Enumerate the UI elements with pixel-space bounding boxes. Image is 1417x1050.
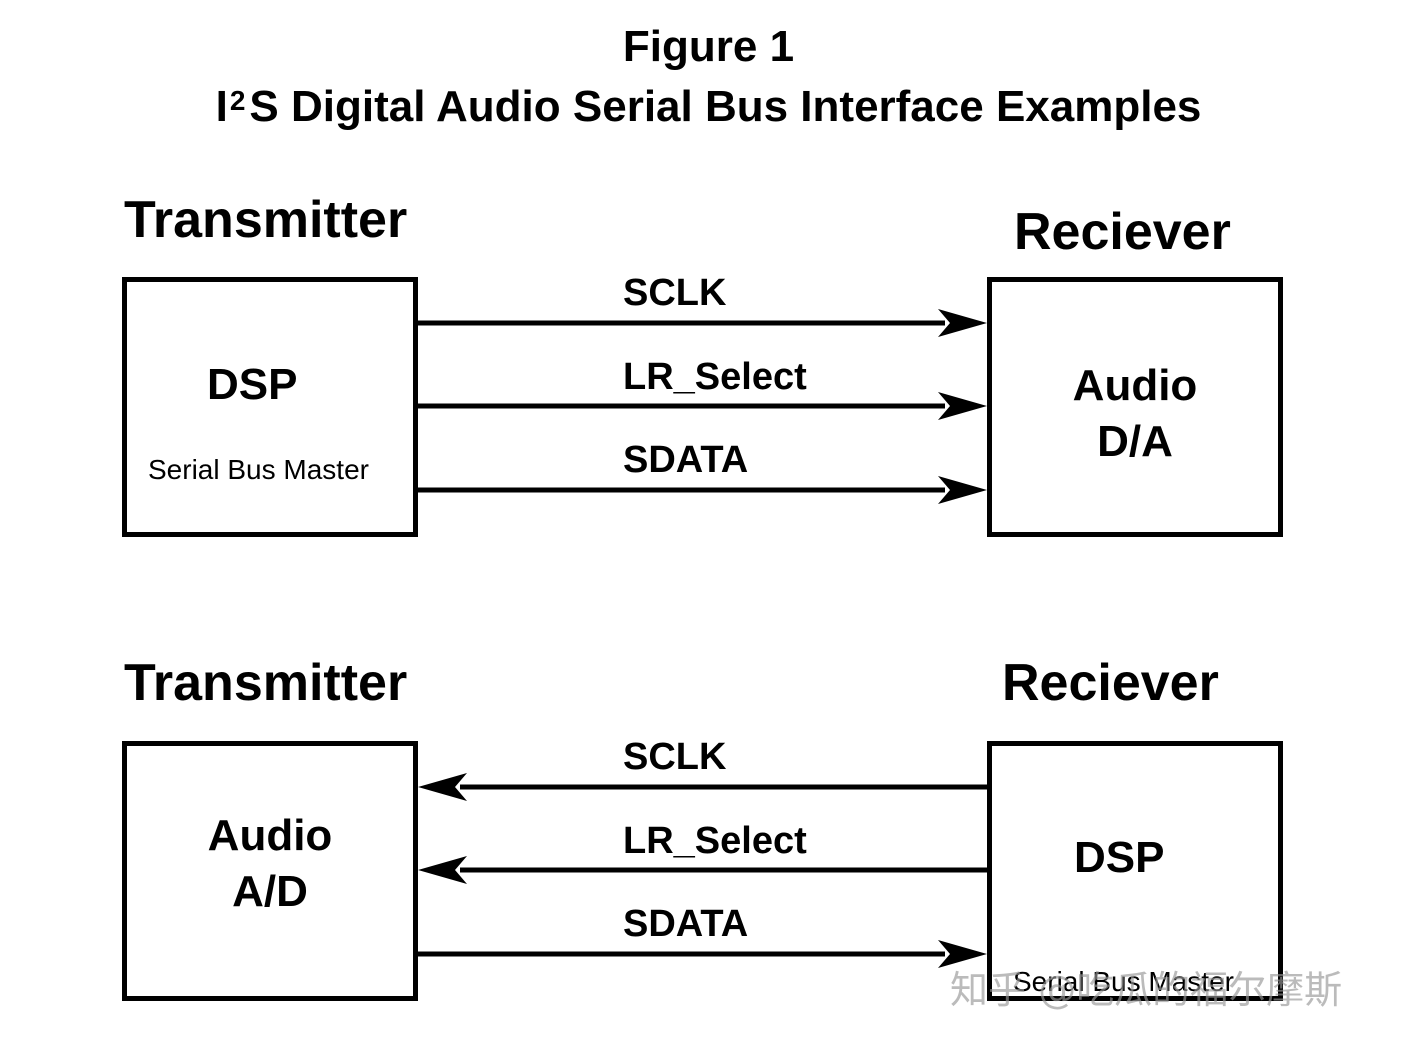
top-dac-label-line2: D/A: [1097, 417, 1173, 466]
top-dac-label-line1: Audio: [1072, 361, 1198, 410]
bottom-sclk-arrowhead: [418, 773, 467, 801]
top-lrselect-arrowhead: [938, 392, 987, 420]
bottom-adc-label-line1: Audio: [207, 811, 333, 860]
top-dac-box: Audio D/A: [987, 277, 1283, 537]
top-receiver-heading: Reciever: [1014, 203, 1231, 261]
top-dsp-box: DSP Serial Bus Master: [122, 277, 418, 537]
bottom-sdata-arrowhead: [938, 940, 987, 968]
top-sdata-label: SDATA: [623, 439, 749, 481]
bottom-transmitter-heading: Transmitter: [124, 654, 408, 712]
subtitle-rest: S Digital Audio Serial Bus Interface Exa…: [249, 82, 1202, 131]
top-sclk-arrowhead: [938, 309, 987, 337]
top-dsp-sublabel: Serial Bus Master: [148, 454, 369, 485]
bottom-dsp-label: DSP: [1074, 833, 1165, 882]
top-lrselect-label: LR_Select: [623, 356, 807, 398]
bottom-lrselect-label: LR_Select: [623, 820, 807, 862]
bottom-sdata-label: SDATA: [623, 903, 749, 945]
bottom-dsp-box: DSP Serial Bus Master: [987, 741, 1283, 1001]
subtitle-prefix: I: [215, 82, 228, 131]
figure-subtitle: I2S Digital Audio Serial Bus Interface E…: [0, 82, 1417, 132]
figure-title: Figure 1: [622, 22, 795, 71]
bottom-receiver-heading: Reciever: [1002, 654, 1219, 712]
bottom-adc-box: Audio A/D: [122, 741, 418, 1001]
bottom-lrselect-arrowhead: [418, 856, 467, 884]
subtitle-superscript: 2: [229, 85, 246, 116]
top-transmitter-heading: Transmitter: [124, 191, 408, 249]
top-sdata-arrowhead: [938, 476, 987, 504]
bottom-dsp-sublabel: Serial Bus Master: [1013, 966, 1234, 997]
top-dsp-label: DSP: [207, 360, 298, 409]
bottom-sclk-label: SCLK: [623, 736, 727, 778]
bottom-adc-label-line2: A/D: [232, 867, 308, 916]
top-sclk-label: SCLK: [623, 272, 727, 314]
watermark-text: 知乎 @吃瓜的福尔摩斯: [950, 968, 1343, 1012]
